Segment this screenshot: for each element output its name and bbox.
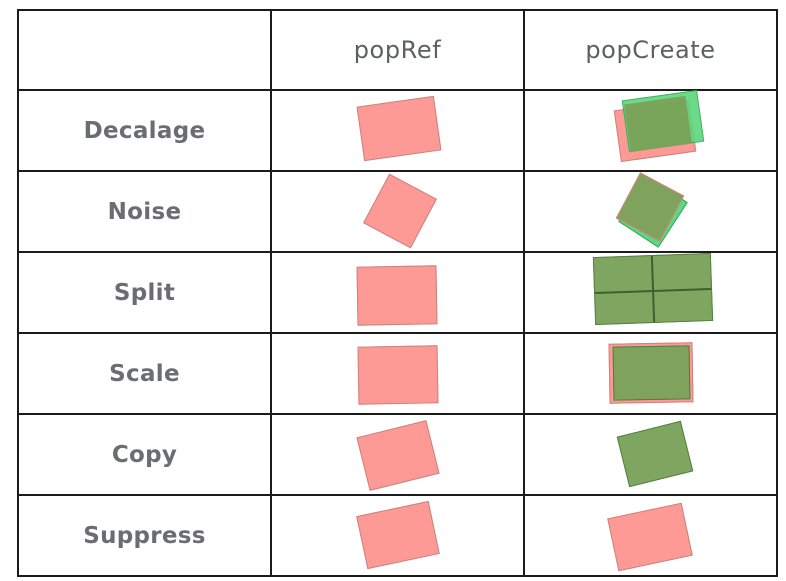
row-label-suppress: Suppress xyxy=(19,496,272,577)
suppress-created-polygon xyxy=(607,502,693,572)
row-label-noise: Noise xyxy=(19,172,272,253)
noise-created-polygon xyxy=(617,173,683,241)
copy-created-polygon xyxy=(616,420,694,488)
copy-ref-polygon xyxy=(356,420,440,491)
header-popref: popRef xyxy=(272,11,525,91)
copy-popcreate-cell xyxy=(525,415,778,496)
decalage-popcreate-cell xyxy=(525,89,778,172)
noise-popref-cell xyxy=(272,172,525,253)
scale-created-polygon xyxy=(612,345,691,401)
decalage-ref-polygon xyxy=(356,95,442,162)
header-popcreate: popCreate xyxy=(525,11,778,91)
split-popcreate-cell xyxy=(525,252,778,334)
row-label-split: Split xyxy=(19,253,272,334)
decalage-created-polygon xyxy=(623,95,693,153)
suppress-popcreate-cell xyxy=(525,496,778,577)
decalage-popref-cell xyxy=(272,91,525,172)
suppress-ref-polygon xyxy=(356,500,440,570)
scale-popref-cell xyxy=(272,334,525,415)
row-label-decalage: Decalage xyxy=(19,91,272,172)
split-created-polygon xyxy=(592,252,714,326)
noise-popcreate-cell xyxy=(525,172,778,253)
suppress-popref-cell xyxy=(272,496,525,577)
comparison-table: popRef popCreate Decalage Noise Split Sc… xyxy=(17,9,778,577)
noise-ref-polygon xyxy=(363,173,437,249)
copy-popref-cell xyxy=(272,415,525,496)
row-label-scale: Scale xyxy=(19,334,272,415)
scale-popcreate-cell xyxy=(525,334,778,415)
split-ref-polygon xyxy=(356,265,438,326)
split-popref-cell xyxy=(272,253,525,334)
header-corner-cell xyxy=(19,11,272,91)
row-label-copy: Copy xyxy=(19,415,272,496)
scale-ref-polygon xyxy=(357,345,439,405)
